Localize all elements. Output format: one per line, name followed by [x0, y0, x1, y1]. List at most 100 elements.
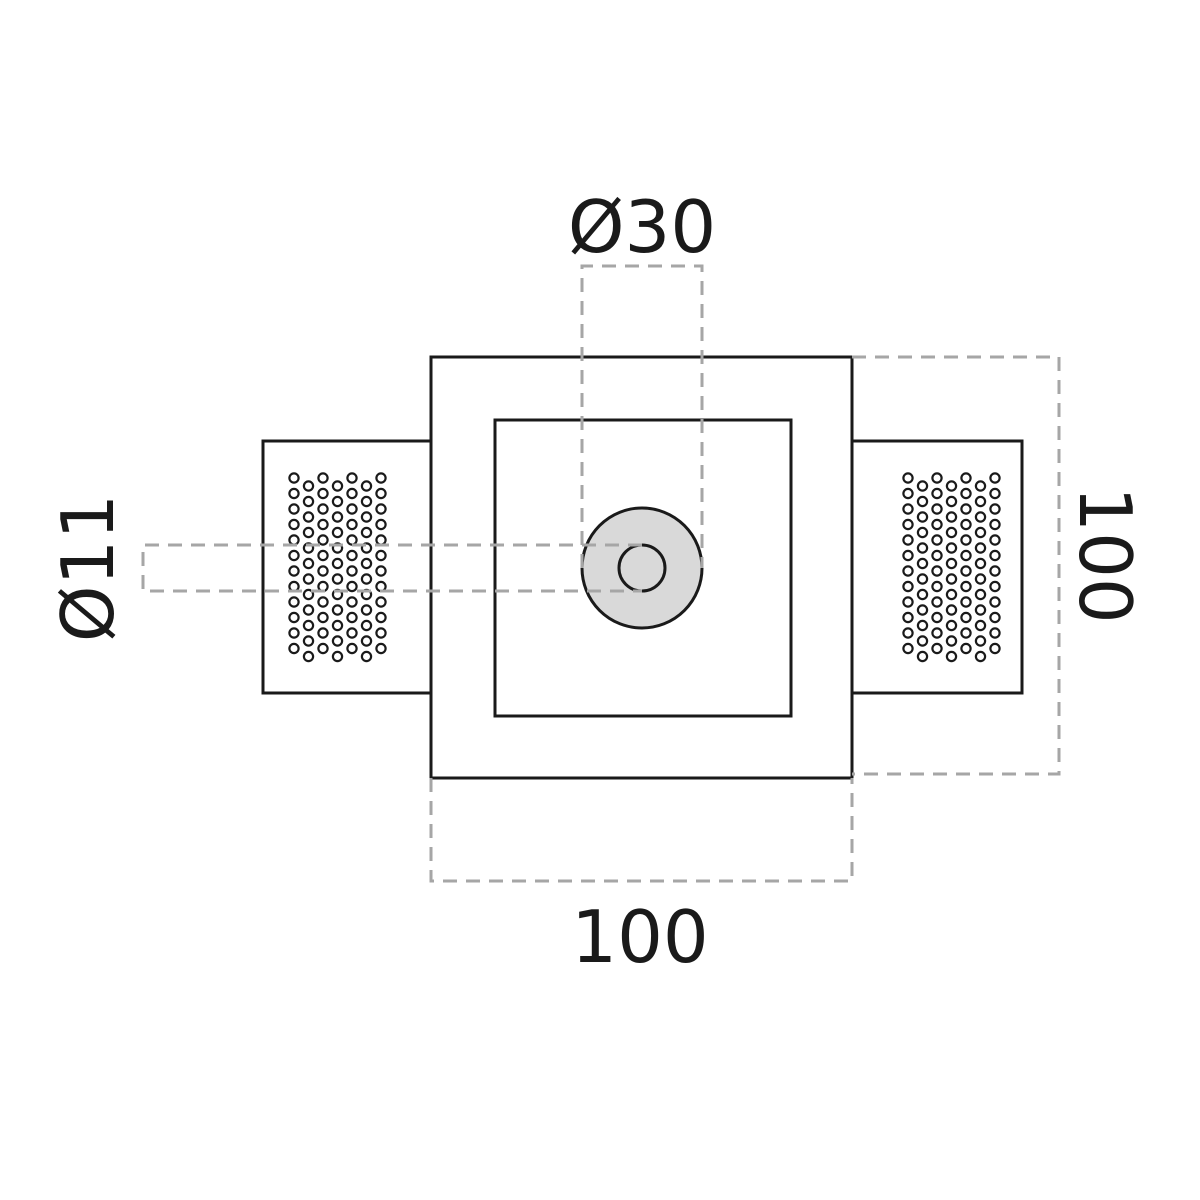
perforation-hole	[931, 534, 943, 546]
perforation-hole	[945, 635, 958, 647]
perforation-hole	[902, 487, 914, 500]
perforation-hole	[974, 573, 987, 585]
perforation-hole	[346, 472, 358, 484]
perforation-hole	[317, 518, 329, 531]
perforation-hole	[375, 534, 387, 546]
perforation-hole	[317, 503, 329, 515]
perforation-hole	[346, 534, 358, 546]
perforation-hole	[360, 619, 373, 632]
perforation-hole	[302, 619, 315, 632]
diameter-11-guide	[141, 543, 642, 593]
perforation-hole	[945, 511, 958, 523]
perforation-hole	[288, 596, 300, 608]
perforation-hole	[931, 627, 943, 639]
perforation-hole	[317, 549, 329, 562]
perforation-hole	[346, 611, 358, 624]
perforation-hole	[960, 596, 972, 608]
perforation-hole	[902, 472, 914, 484]
diameter-30-label: Ø30	[568, 185, 716, 269]
perforation-hole	[960, 518, 972, 531]
perforation-hole	[945, 619, 958, 632]
inner-frame	[493, 418, 793, 718]
perforation-hole	[974, 511, 987, 523]
perforation-hole	[360, 542, 373, 554]
perforation-hole	[331, 557, 344, 570]
diameter-30-guide	[580, 264, 704, 568]
perforation-hole	[916, 588, 929, 601]
perforation-hole	[288, 549, 300, 562]
perforation-hole	[346, 627, 358, 639]
perforation-hole	[989, 580, 1001, 593]
perforation-hole	[375, 503, 387, 515]
perforation-hole	[360, 511, 373, 523]
perforation-hole	[916, 495, 929, 508]
perforation-hole	[302, 573, 315, 585]
perforation-hole	[989, 534, 1001, 546]
perforation-hole	[931, 549, 943, 562]
perforation-hole	[331, 495, 344, 508]
perforation-hole	[974, 542, 987, 554]
perforation-hole	[331, 573, 344, 585]
perforation-hole	[989, 518, 1001, 531]
perforation-hole	[902, 534, 914, 546]
perforation-hole	[902, 642, 914, 655]
perforation-hole	[360, 480, 373, 492]
perforation-hole	[375, 518, 387, 531]
perforation-hole	[902, 627, 914, 639]
perforation-hole	[346, 518, 358, 531]
diameter-11-label: Ø11	[46, 494, 130, 642]
perforation-hole	[360, 557, 373, 570]
perforation-hole	[945, 588, 958, 601]
perforation-hole	[288, 534, 300, 546]
perforation-hole	[945, 495, 958, 508]
perforation-hole	[375, 549, 387, 562]
perforation-hole	[902, 580, 914, 593]
perforation-hole	[945, 557, 958, 570]
perforation-hole	[346, 487, 358, 500]
perforation-hole	[331, 650, 344, 663]
perforation-hole	[945, 573, 958, 585]
perforation-hole	[288, 472, 300, 484]
perforation-hole	[916, 650, 929, 663]
perforation-hole	[375, 565, 387, 577]
perforation-hole	[346, 565, 358, 577]
lamp-inner-hole	[617, 543, 667, 593]
perforation-hole	[375, 596, 387, 608]
perforation-hole	[916, 542, 929, 554]
perforation-hole	[931, 642, 943, 655]
perforation-hole	[931, 487, 943, 500]
perforation-hole	[288, 487, 300, 500]
perforation-hole	[331, 619, 344, 632]
perforation-hole	[989, 596, 1001, 608]
perforation-hole	[974, 650, 987, 663]
perforation-hole	[960, 611, 972, 624]
perforation-hole	[945, 526, 958, 539]
perforation-hole	[989, 611, 1001, 624]
perforation-hole	[288, 627, 300, 639]
perforation-hole	[317, 472, 329, 484]
perforation-hole	[302, 495, 315, 508]
perforation-hole	[916, 480, 929, 492]
perforation-hole	[974, 635, 987, 647]
perforation-hole	[989, 565, 1001, 577]
perforation-hole	[317, 611, 329, 624]
perforation-hole	[916, 604, 929, 616]
perforation-hole	[360, 650, 373, 663]
perforation-hole	[931, 596, 943, 608]
left-perforation	[288, 472, 387, 663]
perforation-hole	[989, 642, 1001, 655]
perforation-hole	[302, 542, 315, 554]
perforation-hole	[317, 642, 329, 655]
perforation-hole	[960, 472, 972, 484]
perforation-hole	[916, 557, 929, 570]
perforation-hole	[302, 588, 315, 601]
perforation-hole	[360, 526, 373, 539]
perforation-hole	[931, 472, 943, 484]
perforation-hole	[302, 635, 315, 647]
perforation-hole	[960, 534, 972, 546]
perforation-hole	[288, 503, 300, 515]
perforation-hole	[302, 480, 315, 492]
perforation-hole	[989, 549, 1001, 562]
perforation-hole	[960, 642, 972, 655]
perforation-hole	[346, 580, 358, 593]
